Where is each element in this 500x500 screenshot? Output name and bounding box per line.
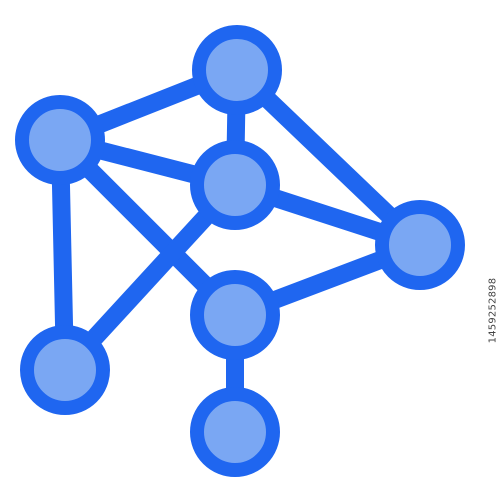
stock-id-watermark: 1459252898 — [486, 240, 500, 380]
node-center — [190, 140, 280, 230]
node-left — [15, 95, 105, 185]
graph-edges — [51, 61, 429, 441]
node-right — [375, 200, 465, 290]
graph-nodes — [15, 25, 465, 477]
node-bottom — [190, 387, 280, 477]
node-top — [192, 25, 282, 115]
stock-id-text: 1459252898 — [487, 277, 499, 343]
node-bottom-left — [20, 325, 110, 415]
node-bottom-center — [190, 270, 280, 360]
